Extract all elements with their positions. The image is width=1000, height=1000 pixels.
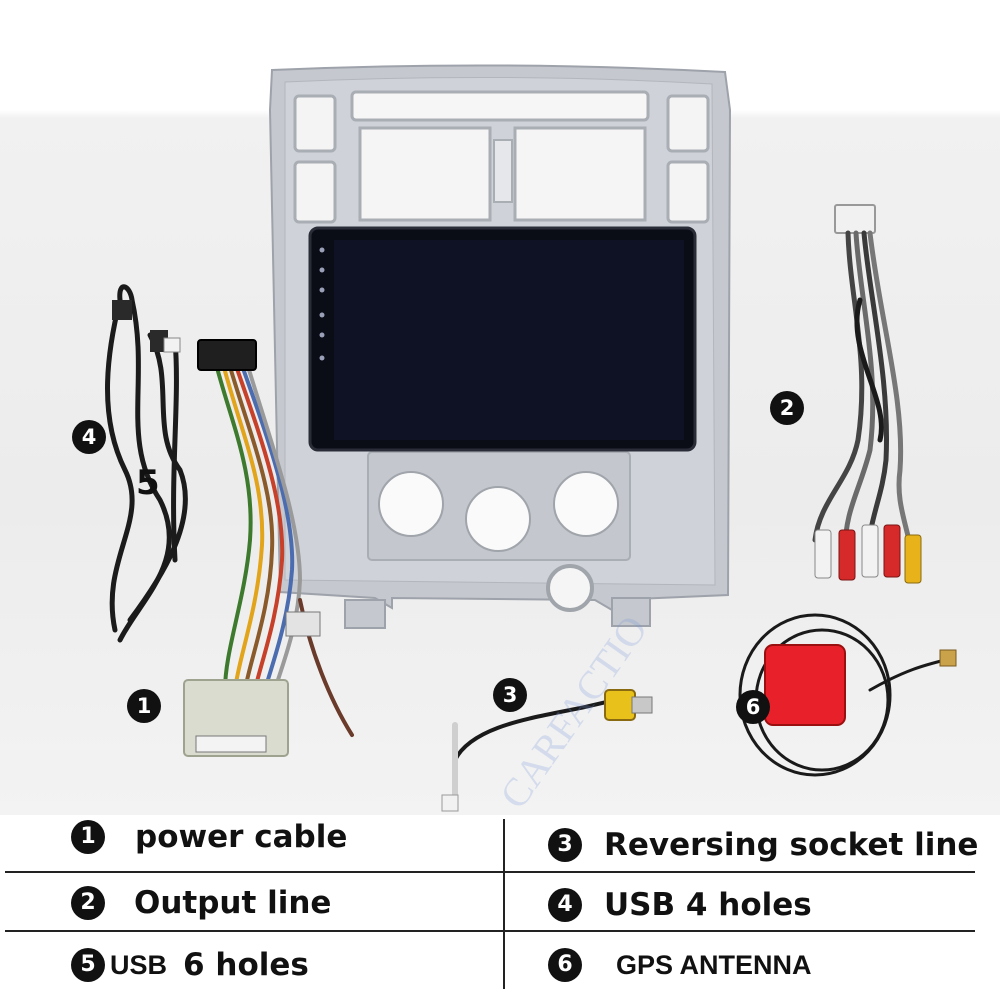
legend-item-6: 6 GPS ANTENNA	[548, 943, 812, 987]
legend-num-4: 4	[548, 888, 582, 922]
legend-num-2: 2	[71, 886, 105, 920]
legend-label-gps-antenna: GPS ANTENNA	[616, 949, 812, 980]
gps-antenna	[738, 613, 957, 777]
knob-hole-2	[465, 486, 531, 552]
legend-item-1: 1 power cable	[71, 815, 347, 859]
legend-label-reversing-socket-line: Reversing socket line	[604, 827, 979, 863]
legend-item-2: 2 Output line	[71, 881, 331, 925]
legend-table: 1 power cable 2 Output line 5 USB 6 hole…	[0, 815, 1000, 1000]
knob-hole-3	[553, 471, 619, 537]
legend-label-usb-4-holes: USB 4 holes	[604, 887, 812, 923]
marker-6: 6	[736, 690, 770, 724]
hazard-hole	[546, 564, 594, 612]
vent-top-right	[666, 94, 710, 153]
legend-num-5: 5	[71, 948, 105, 982]
product-illustration	[105, 64, 957, 812]
legend-num-3: 3	[548, 828, 582, 862]
head-unit-screen	[308, 226, 697, 452]
dash-frame	[268, 64, 732, 629]
legend-divider-1	[5, 871, 975, 873]
vent-bottom-left	[293, 160, 337, 224]
marker-3: 3	[493, 678, 527, 712]
product-photo: 2 4 5 1 3 6	[0, 0, 1000, 815]
vent-top-left	[293, 94, 337, 153]
marker-4: 4	[72, 420, 106, 454]
legend-item-4: 4 USB 4 holes	[548, 883, 812, 927]
usb-cables	[105, 284, 188, 643]
legend-divider-2	[5, 930, 975, 932]
marker-5: 5	[136, 463, 160, 503]
marker-2: 2	[770, 391, 804, 425]
legend-label-usb-prefix: USB	[110, 949, 168, 980]
vent-bottom-right	[666, 160, 710, 224]
output-harness	[812, 204, 922, 584]
knob-hole-1	[378, 471, 444, 537]
legend-item-5: 5 USB 6 holes	[71, 943, 309, 987]
legend-label-output-line: Output line	[134, 885, 332, 921]
legend-label-usb-6-holes: 6 holes	[183, 947, 309, 983]
marker-1: 1	[127, 689, 161, 723]
legend-label-power-cable: power cable	[135, 819, 348, 855]
legend-num-1: 1	[71, 820, 105, 854]
reversing-cable	[441, 689, 653, 812]
power-harness	[183, 339, 354, 757]
legend-column-divider	[503, 819, 505, 989]
legend-num-6: 6	[548, 948, 582, 982]
legend-item-3: 3 Reversing socket line	[548, 823, 978, 867]
